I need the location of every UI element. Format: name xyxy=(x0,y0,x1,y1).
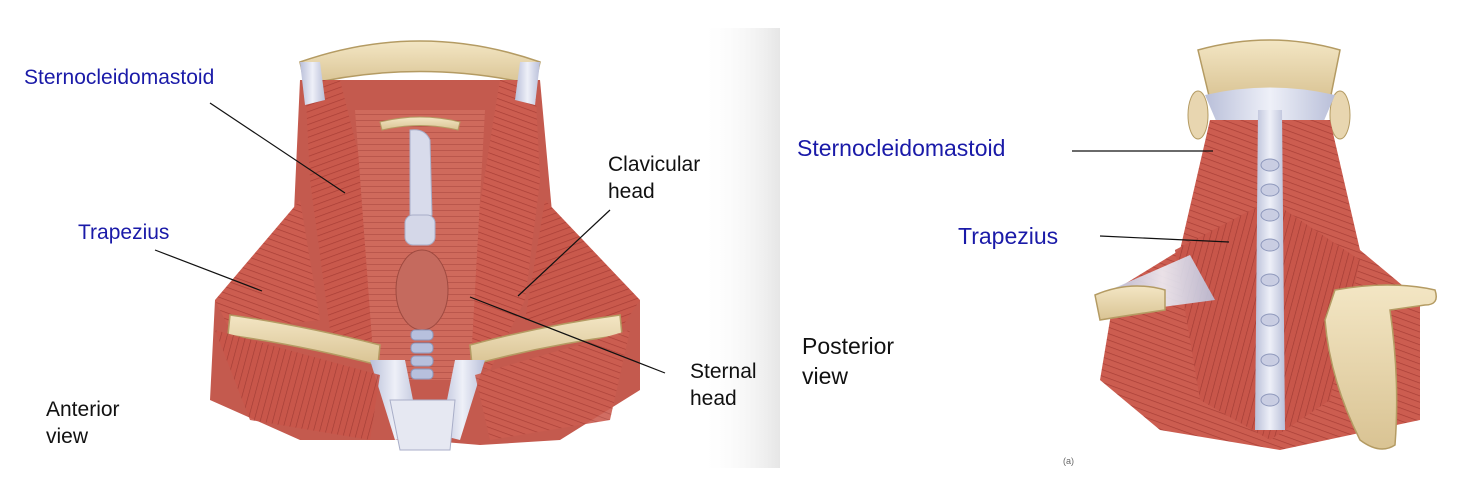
label-posterior-view: Posterior view xyxy=(802,333,895,389)
leader-clavicular-head xyxy=(517,209,611,297)
page-shading xyxy=(700,28,780,468)
leader-trapezius-anterior xyxy=(154,249,263,292)
label-sternocleidomastoid-anterior: Sternocleidomastoid xyxy=(24,66,215,89)
label-anterior-view: Anterior view xyxy=(46,398,120,449)
figure-marker: (a) xyxy=(1063,456,1074,466)
label-sternocleidomastoid-posterior: Sternocleidomastoid xyxy=(797,135,1006,161)
leader-sternal-head xyxy=(469,296,666,374)
label-clavicular-head: Clavicular head xyxy=(608,153,701,204)
anterior-neck-illustration xyxy=(210,40,640,451)
anterior-leader-lines xyxy=(154,102,666,374)
label-trapezius-posterior: Trapezius xyxy=(958,223,1059,249)
posterior-neck-illustration xyxy=(1094,39,1437,450)
posterior-leader-lines xyxy=(1072,150,1230,243)
leader-trapezius-posterior xyxy=(1099,235,1230,243)
label-sternal-head: Sternal head xyxy=(690,360,757,411)
leader-sternocleidomastoid-anterior xyxy=(209,102,346,194)
label-trapezius-anterior: Trapezius xyxy=(78,221,170,244)
